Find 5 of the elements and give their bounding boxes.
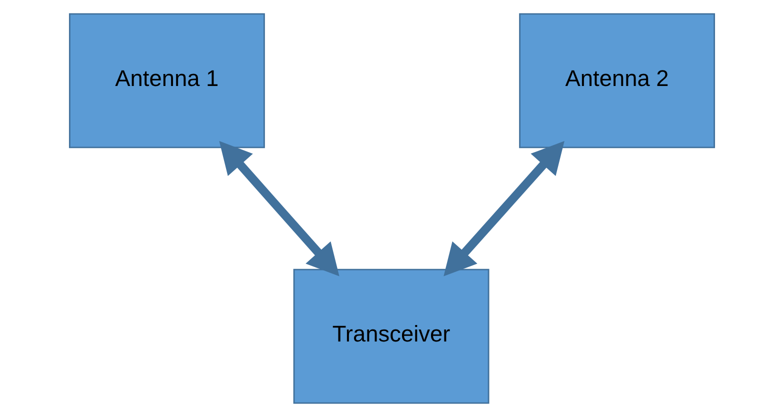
node-box: Antenna 2 xyxy=(518,13,715,148)
arrow xyxy=(443,141,564,276)
node-box: Antenna 1 xyxy=(68,13,264,148)
node-box: Transceiver xyxy=(292,268,489,404)
arrow xyxy=(218,141,339,276)
